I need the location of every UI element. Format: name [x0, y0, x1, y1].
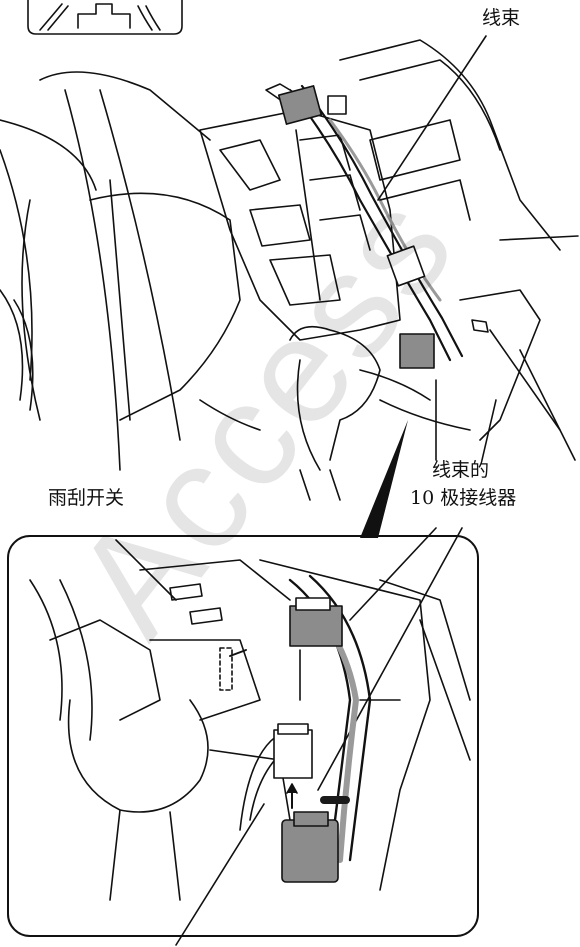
inset-icon [27, 0, 183, 35]
leader-pointer-bottom [175, 803, 265, 946]
connector-plug [273, 729, 313, 779]
steering-column [0, 71, 241, 471]
harness-connectors-lower [273, 597, 343, 883]
combination-switch-housing [199, 109, 401, 341]
connector-socket [281, 819, 339, 883]
leader-connector-b [481, 399, 497, 461]
leader-lines [115, 35, 497, 946]
detail-inset-frame [7, 535, 479, 937]
detail-view [29, 559, 471, 901]
label-harness: 线束 [482, 7, 521, 29]
leader-connector-d [317, 527, 463, 791]
label-harness-connector-line1: 线束的 [432, 459, 490, 481]
label-wiper-switch: 雨刮开关 [48, 487, 125, 509]
column-shroud [199, 325, 471, 501]
leader-harness [377, 35, 487, 201]
leader-connector-c [349, 527, 437, 621]
dashboard-trim [339, 39, 579, 461]
label-harness-connector-line2: 10 极接线器 [410, 487, 517, 509]
harness-connector-upper [277, 85, 435, 369]
zoom-pointer [360, 420, 408, 538]
connector-top [289, 605, 343, 647]
